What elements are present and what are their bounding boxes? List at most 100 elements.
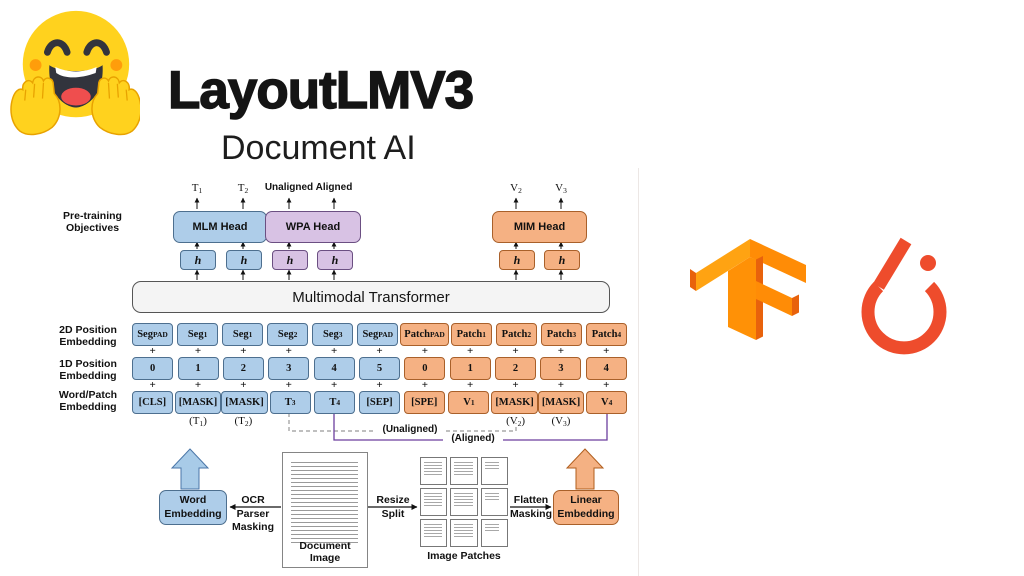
grid-cell: 1: [175, 357, 220, 380]
h-box: h: [180, 250, 216, 270]
token-annotations: (T1)(T2)(V2)(V3): [0, 415, 1024, 429]
token-box: [MASK]: [221, 391, 268, 414]
plus-sign: +: [330, 345, 338, 357]
grid-cell: +: [493, 346, 538, 357]
grid-cell: +: [402, 346, 447, 357]
token-annotation: (V3): [551, 415, 571, 428]
document-image-caption: Document Image: [299, 540, 351, 564]
grid-cell: +: [130, 380, 175, 391]
grid-cell: +: [266, 346, 311, 357]
grid-cell: 2: [221, 357, 266, 380]
image-patch: [420, 457, 448, 485]
grid-cell: +: [175, 380, 220, 391]
token-box: [MASK]: [491, 391, 538, 414]
grid-cell: +: [266, 380, 311, 391]
image-patch: [480, 488, 508, 516]
label-v2: V2: [510, 182, 522, 195]
token-box: 1: [449, 357, 491, 380]
image-patches-grid: [420, 457, 508, 547]
grid-cell: 3: [538, 357, 583, 380]
grid-cell: [SPE]: [402, 391, 447, 414]
grid-cell: +: [584, 380, 629, 391]
plus-sign: +: [194, 345, 202, 357]
plus-sign: +: [557, 345, 565, 357]
grid-cell: 4: [584, 357, 629, 380]
grid-cell: +: [538, 346, 583, 357]
image-patches-label: Image Patches: [427, 550, 501, 562]
wpa-head-box: WPA Head: [265, 211, 361, 243]
plus-sign: +: [149, 379, 156, 391]
image-patch: [480, 457, 508, 485]
token-box: [MASK]: [174, 391, 222, 414]
grid-cell: 1: [448, 357, 493, 380]
grid-cell: +: [448, 380, 493, 391]
plus-sign: +: [421, 345, 428, 357]
pytorch-icon: [861, 237, 947, 355]
image-patch: [450, 519, 478, 547]
grid-cell: [MASK]: [174, 391, 222, 414]
grid-cell: +: [584, 346, 629, 357]
grid-cell: [SEP]: [357, 391, 402, 414]
plus-sign: +: [603, 345, 610, 357]
label-v3: V3: [555, 182, 567, 195]
plus-sign: +: [376, 379, 383, 391]
teeth: [55, 67, 97, 78]
label-t1: T1: [191, 182, 203, 195]
grid-cell: +: [357, 380, 402, 391]
label-unaligned: Unaligned: [264, 182, 314, 193]
grid-cell: +: [311, 346, 356, 357]
plus-sign: +: [421, 379, 428, 391]
unaligned-link-label: (Unaligned): [375, 424, 445, 435]
h-box: h: [544, 250, 580, 270]
grid-cell: +: [538, 380, 583, 391]
grid-cell: 3: [266, 357, 311, 380]
word-embedding-up-arrow: [170, 448, 210, 490]
multimodal-transformer-box: Multimodal Transformer: [132, 281, 610, 313]
plus-sign: +: [240, 379, 247, 391]
label-t2: T2: [237, 182, 249, 195]
mim-head-box: MIM Head: [492, 211, 587, 243]
grid-cell: +: [130, 346, 175, 357]
cheek-left: [29, 59, 42, 71]
page-subtitle: Document AI: [221, 129, 416, 167]
token-box: 2: [495, 357, 537, 380]
plus-sign: +: [467, 379, 474, 391]
tensorflow-icon: [690, 239, 806, 340]
plus-sign: +: [285, 379, 292, 391]
mlm-head-box: MLM Head: [173, 211, 267, 243]
hand-left: [10, 76, 61, 136]
plus-sign: +: [285, 345, 292, 357]
token-box: [MASK]: [537, 391, 585, 414]
plus-sign: +: [330, 379, 338, 391]
token-box: 4: [585, 357, 627, 380]
plus-sign: +: [512, 379, 519, 391]
grid-cell: [MASK]: [491, 391, 538, 414]
